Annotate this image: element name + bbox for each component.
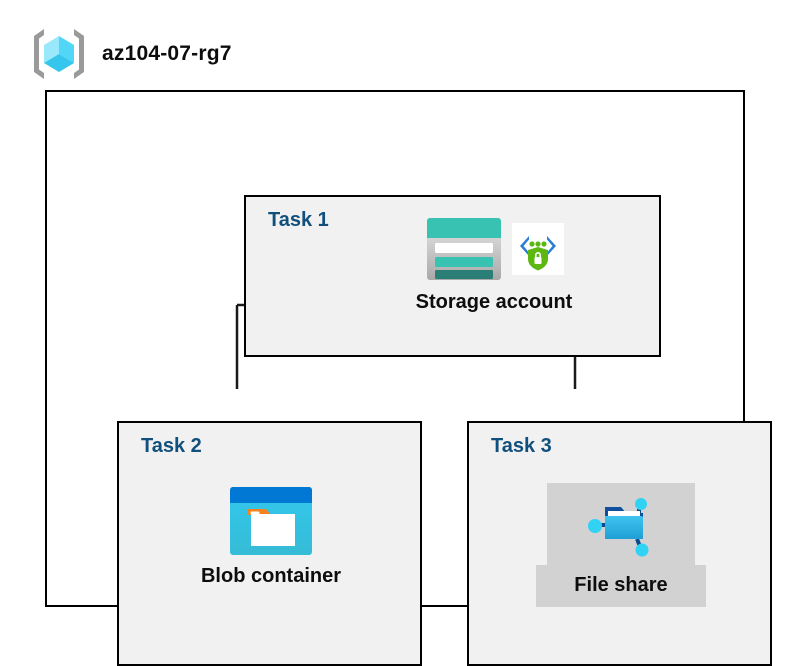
- storage-account-icon-group: [424, 215, 564, 283]
- secure-endpoint-icon: [512, 223, 564, 275]
- blob-container-icon: [230, 487, 312, 555]
- node-storage-account[interactable]: Storage account: [394, 215, 594, 314]
- file-share-icon: [588, 498, 649, 557]
- node-file-share[interactable]: File share: [521, 483, 721, 607]
- task-1-label: Task 1: [268, 209, 329, 231]
- resource-group-container: Task 1: [45, 90, 772, 666]
- resource-group-icon: [34, 29, 84, 79]
- resource-group-header: az104-07-rg7: [30, 26, 232, 82]
- blob-container-icon-group: [228, 485, 314, 557]
- resource-group-title: az104-07-rg7: [102, 42, 232, 65]
- file-share-label: File share: [536, 565, 706, 607]
- node-blob-container[interactable]: Blob container: [171, 485, 371, 588]
- storage-account-label: Storage account: [415, 291, 573, 313]
- task-3-box[interactable]: Task 3: [467, 421, 772, 666]
- task-2-label: Task 2: [141, 435, 202, 457]
- task-3-label: Task 3: [491, 435, 552, 457]
- file-share-icon-group: [547, 483, 695, 565]
- blob-container-label: Blob container: [200, 565, 341, 587]
- task-2-box[interactable]: Task 2: [117, 421, 422, 666]
- storage-account-icon: [427, 218, 501, 280]
- task-1-box[interactable]: Task 1: [244, 195, 661, 357]
